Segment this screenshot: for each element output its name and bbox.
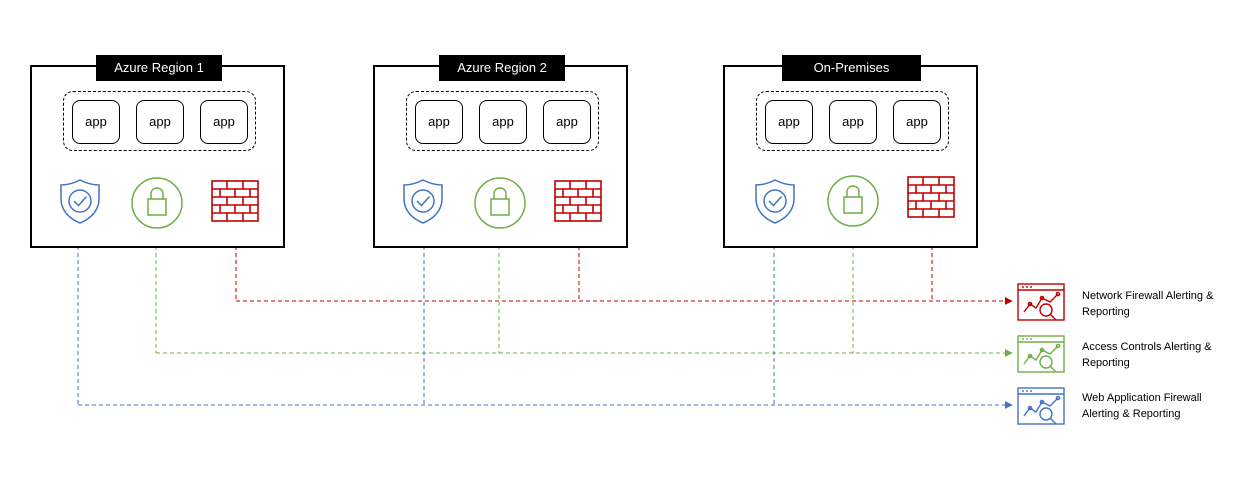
monitor-analytics-icon (1017, 387, 1065, 425)
app-tile: app (72, 100, 120, 144)
app-tile: app (829, 100, 877, 144)
app-tile: app (415, 100, 463, 144)
lock-icon (131, 177, 183, 229)
access-control-connector (155, 232, 1013, 357)
app-tile: app (479, 100, 527, 144)
region-title: On-Premises (782, 55, 921, 81)
shield-check-icon (755, 179, 795, 224)
firewall-icon (211, 180, 259, 222)
app-group: app app app (756, 91, 949, 151)
shield-check-icon (60, 179, 100, 224)
app-group: app app app (63, 91, 256, 151)
region-title: Azure Region 2 (439, 55, 565, 81)
region-on-premises: On-Premises app app app (723, 55, 978, 248)
app-tile: app (543, 100, 591, 144)
region-azure-1: Azure Region 1 app app app (30, 55, 285, 248)
alert-label-network-firewall: Network Firewall Alerting & Reporting (1082, 290, 1214, 318)
shield-check-icon (403, 179, 443, 224)
monitor-analytics-icon (1017, 283, 1065, 321)
firewall-icon (554, 180, 602, 222)
app-group: app app app (406, 91, 599, 151)
region-title: Azure Region 1 (96, 55, 222, 81)
app-tile: app (200, 100, 248, 144)
alert-label-access-controls: Access Controls Alerting & Reporting (1082, 341, 1212, 369)
lock-icon (474, 177, 526, 229)
app-tile: app (893, 100, 941, 144)
firewall-connector (235, 232, 1013, 305)
firewall-icon (907, 176, 955, 218)
lock-icon (827, 175, 879, 227)
app-tile: app (765, 100, 813, 144)
app-tile: app (136, 100, 184, 144)
waf-connector (77, 232, 1013, 409)
alert-label-waf: Web Application Firewall Alerting & Repo… (1082, 392, 1202, 420)
region-azure-2: Azure Region 2 app app app (373, 55, 628, 248)
monitor-analytics-icon (1017, 335, 1065, 373)
